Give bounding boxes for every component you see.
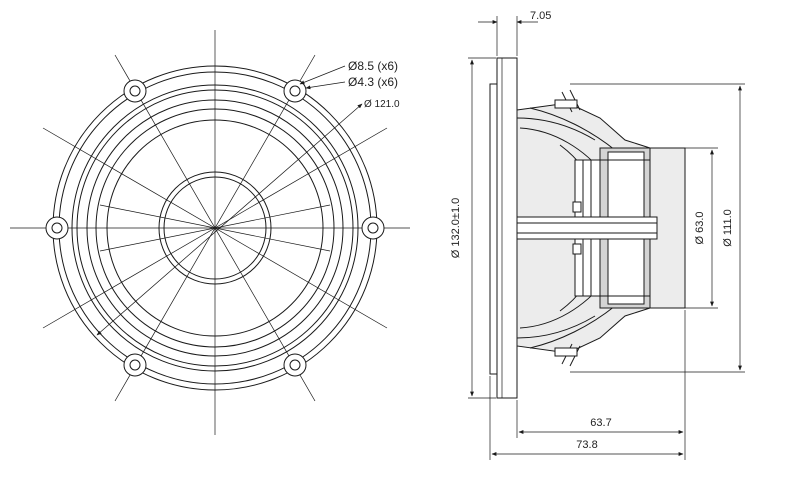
mount-hole-label: Ø8.5 (x6) — [348, 59, 398, 73]
overall-diameter-dimension — [468, 57, 496, 399]
side-view: 7.05 Ø 132.0±1.0 Ø 63.0 Ø 111.0 63.7 — [450, 10, 745, 460]
depth-dimension — [516, 310, 686, 460]
mounting-hole-top-left — [123, 79, 147, 103]
side-flange — [489, 57, 518, 399]
overall-diameter-label: Ø 132.0±1.0 — [450, 198, 462, 258]
mounting-hole-right — [361, 216, 385, 240]
front-view: Ø8.5 (x6) Ø4.3 (x6) Ø 121.0 — [10, 30, 410, 435]
total-depth-dimension — [489, 376, 684, 460]
basket-diameter-label: Ø 111.0 — [722, 209, 734, 247]
bolt-circle-label: Ø 121.0 — [364, 99, 400, 110]
hole-leader-lines — [96, 65, 363, 336]
flange-thickness-label: 7.05 — [530, 10, 551, 22]
mounting-hole-bottom-left — [123, 353, 147, 377]
mounting-hole-left — [45, 216, 69, 240]
total-depth-label: 73.8 — [576, 439, 597, 451]
terminal-bottom — [554, 343, 581, 367]
screw-markers — [572, 201, 582, 255]
basket-diameter-dimension — [570, 83, 745, 373]
magnet-diameter-label: Ø 63.0 — [694, 211, 706, 244]
mounting-hole-bottom-right — [283, 353, 307, 377]
mounting-hole-top-right — [283, 79, 307, 103]
pole-bar — [516, 216, 658, 240]
terminal-top — [554, 89, 581, 113]
depth-label: 63.7 — [590, 417, 611, 429]
radial-guide-lines — [10, 30, 410, 435]
magnet-diameter-dimension — [652, 147, 718, 309]
flange-thickness-dimension — [478, 16, 538, 56]
tab-hole-label: Ø4.3 (x6) — [348, 75, 398, 89]
